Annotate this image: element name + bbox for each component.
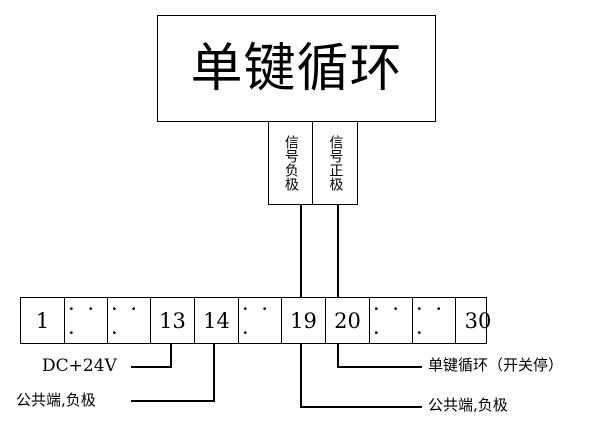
connector-signal-positive-to-terminal-20 xyxy=(337,205,339,298)
terminal-cell: · · · xyxy=(370,297,413,345)
signal-positive-label: 信号正极 xyxy=(327,135,344,191)
terminal-cell: 13 xyxy=(151,298,195,343)
terminal-cell: · · · xyxy=(413,297,456,345)
leader-terminal-13-horizontal xyxy=(131,366,172,368)
leader-terminal-13-vertical xyxy=(170,344,172,367)
terminal-cell: 30 xyxy=(464,308,492,333)
leader-terminal-19-vertical xyxy=(300,344,302,407)
terminal-cell: 1 xyxy=(21,298,65,343)
label-cycle-right: 单键循环（开关停） xyxy=(428,356,564,374)
connector-signal-negative-to-terminal-19 xyxy=(300,205,302,298)
terminal-cell: 20 xyxy=(326,298,370,343)
terminal-cell: · · · xyxy=(108,297,151,345)
label-common-left: 公共端,负极 xyxy=(16,391,96,409)
label-dc-supply: DC+24V xyxy=(42,356,117,376)
title-box: 单键循环 xyxy=(157,15,436,122)
leader-terminal-19-horizontal xyxy=(300,406,422,408)
leader-terminal-20-vertical xyxy=(337,344,339,367)
leader-terminal-20-horizontal xyxy=(337,366,422,368)
signal-negative-label: 信号负极 xyxy=(282,135,299,191)
signal-negative-box: 信号负极 xyxy=(268,122,313,205)
leader-terminal-14-horizontal xyxy=(131,400,215,402)
signal-positive-box: 信号正极 xyxy=(313,122,358,205)
terminal-cell: · · · xyxy=(239,297,282,345)
terminal-cell: 19 xyxy=(282,298,326,343)
leader-terminal-14-vertical xyxy=(213,344,215,401)
terminal-cell: 14 xyxy=(195,298,239,343)
terminal-strip: 1 · · · · · · 13 14 · · · 19 20 · · · · … xyxy=(20,297,491,345)
terminal-cell: · · · xyxy=(65,297,108,345)
title-text: 单键循环 xyxy=(190,38,403,99)
label-common-right: 公共端,负极 xyxy=(428,396,508,414)
